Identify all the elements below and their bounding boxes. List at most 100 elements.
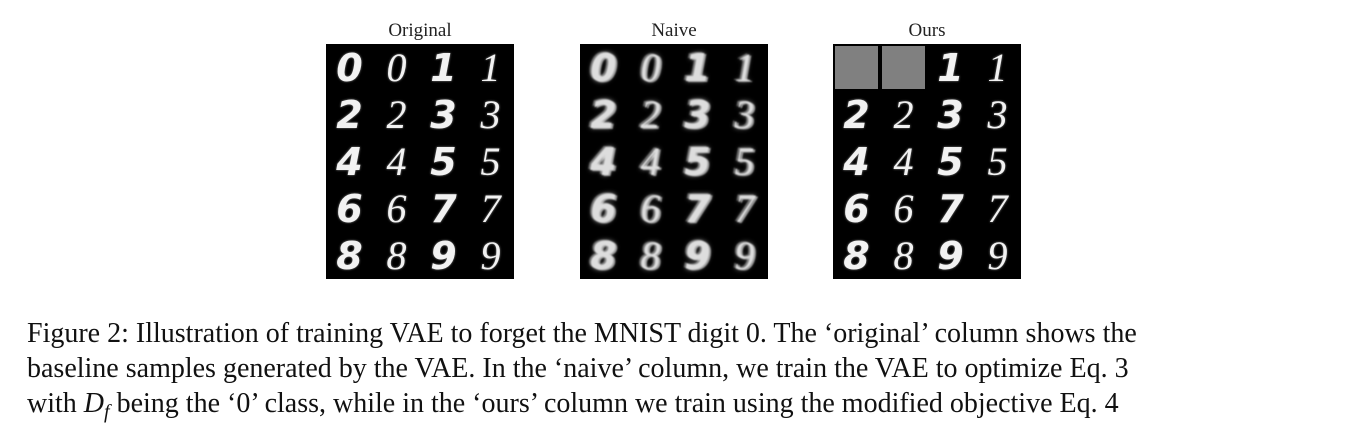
digit-cell (833, 44, 880, 91)
digit-sample: 1 (987, 44, 1008, 90)
digit-sample: 8 (843, 233, 870, 278)
digit-sample: 8 (386, 232, 407, 278)
digit-cell: 8 (373, 232, 420, 279)
digit-cell: 7 (420, 185, 467, 232)
digit-cell: 4 (627, 138, 674, 185)
digit-sample: 5 (684, 139, 711, 184)
digit-sample: 9 (684, 233, 711, 278)
digit-sample: 6 (590, 186, 617, 231)
digit-sample: 4 (640, 138, 661, 184)
digit-sample: 6 (386, 185, 407, 231)
digit-cell: 3 (674, 91, 721, 138)
digit-sample: 1 (430, 45, 457, 90)
forgotten-digit-tile (882, 46, 925, 89)
digit-sample: 2 (336, 92, 363, 137)
digit-cell: 5 (674, 138, 721, 185)
digit-cell: 4 (580, 138, 627, 185)
digit-cell: 0 (580, 44, 627, 91)
digit-sample: 1 (937, 45, 964, 90)
digit-cell: 7 (721, 185, 768, 232)
digit-cell: 3 (721, 91, 768, 138)
digit-sample: 6 (843, 186, 870, 231)
digit-cell: 4 (373, 138, 420, 185)
digit-sample: 0 (386, 44, 407, 90)
digit-cell: 4 (880, 138, 927, 185)
digit-cell: 3 (927, 91, 974, 138)
digit-sample: 7 (480, 185, 501, 231)
digit-cell: 2 (627, 91, 674, 138)
digit-cell: 4 (326, 138, 373, 185)
digit-cell: 3 (420, 91, 467, 138)
digit-cell: 8 (326, 232, 373, 279)
digit-sample: 8 (893, 232, 914, 278)
digit-sample: 9 (937, 233, 964, 278)
digit-sample: 1 (480, 44, 501, 90)
digit-sample: 2 (893, 91, 914, 137)
digit-sample: 3 (987, 91, 1008, 137)
digit-cell: 0 (373, 44, 420, 91)
digit-sample: 5 (430, 139, 457, 184)
digit-cell: 2 (580, 91, 627, 138)
panel-title: Naive (651, 20, 697, 41)
digit-sample: 4 (336, 139, 363, 184)
digit-sample: 3 (734, 91, 755, 137)
digit-sample: 7 (734, 185, 755, 231)
digit-cell: 6 (580, 185, 627, 232)
digit-cell: 7 (674, 185, 721, 232)
digit-sample: 3 (480, 91, 501, 137)
digit-cell: 2 (373, 91, 420, 138)
caption-line: Figure 2: Illustration of training VAE t… (27, 318, 1137, 349)
digit-sample: 1 (734, 44, 755, 90)
digit-sample: 2 (843, 92, 870, 137)
digit-sample: 0 (336, 45, 363, 90)
digit-cell: 6 (833, 185, 880, 232)
digit-cell: 1 (674, 44, 721, 91)
digit-sample: 8 (590, 233, 617, 278)
digit-sample: 2 (640, 91, 661, 137)
forgotten-digit-tile (835, 46, 878, 89)
caption-line: with Df being the ‘0’ class, while in th… (27, 386, 1337, 430)
digit-cell: 6 (326, 185, 373, 232)
digit-cell: 1 (927, 44, 974, 91)
panel-title: Original (388, 20, 452, 41)
digit-cell: 7 (927, 185, 974, 232)
digit-cell: 8 (580, 232, 627, 279)
digit-sample: 4 (893, 138, 914, 184)
digit-sample: 9 (987, 232, 1008, 278)
digit-sample: 7 (430, 186, 457, 231)
digit-cell: 6 (880, 185, 927, 232)
digit-sample: 3 (684, 92, 711, 137)
panel-title: Ours (908, 20, 946, 41)
digit-cell: 9 (927, 232, 974, 279)
figure-caption: Figure 2: Illustration of training VAE t… (27, 316, 1337, 430)
digit-cell: 1 (420, 44, 467, 91)
digit-sample: 3 (430, 92, 457, 137)
digit-sample: 6 (640, 185, 661, 231)
digit-sample: 5 (987, 138, 1008, 184)
digit-cell: 2 (880, 91, 927, 138)
digit-sample: 9 (480, 232, 501, 278)
digit-cell: 9 (674, 232, 721, 279)
digit-sample: 9 (430, 233, 457, 278)
digit-sample: 3 (937, 92, 964, 137)
digit-cell: 6 (373, 185, 420, 232)
digit-cell: 0 (627, 44, 674, 91)
digit-sample: 2 (386, 91, 407, 137)
digit-cell: 1 (974, 44, 1021, 91)
digit-cell: 9 (974, 232, 1021, 279)
digit-sample: 8 (336, 233, 363, 278)
digit-sample: 4 (386, 138, 407, 184)
digit-sample: 5 (480, 138, 501, 184)
digit-cell: 3 (467, 91, 514, 138)
caption-text: with (27, 388, 84, 419)
digit-sample: 5 (734, 138, 755, 184)
digit-sample: 1 (684, 45, 711, 90)
digit-sample: 7 (684, 186, 711, 231)
digit-sample: 0 (590, 45, 617, 90)
